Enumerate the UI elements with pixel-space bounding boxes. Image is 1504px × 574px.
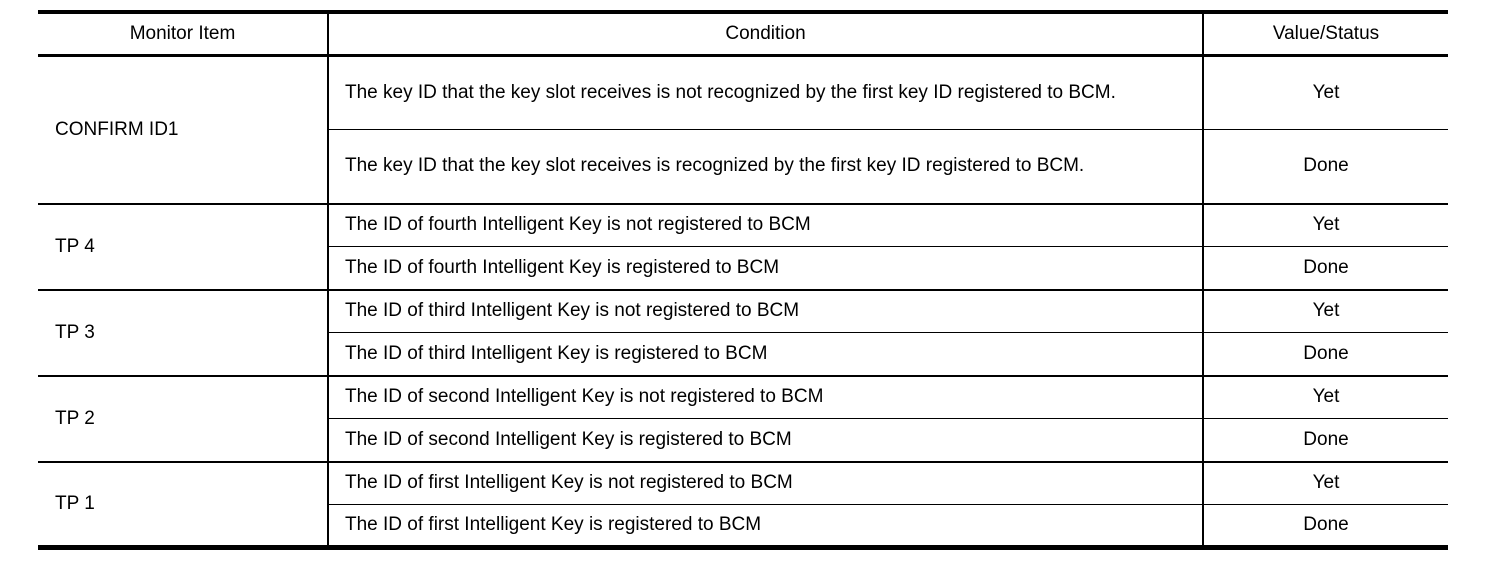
value-status-cell: Yet: [1202, 54, 1448, 130]
value-status-cell: Done: [1202, 246, 1448, 290]
value-status-cell: Done: [1202, 418, 1448, 462]
value-status-cell: Yet: [1202, 202, 1448, 247]
header-row: Monitor Item Condition Value/Status: [38, 12, 1448, 57]
condition-cell: The ID of first Intelligent Key is not r…: [327, 460, 1203, 505]
table-row: The ID of second Intelligent Key is regi…: [38, 418, 1448, 462]
monitor-item-cell: TP 2: [38, 374, 328, 462]
value-status-cell: Done: [1202, 129, 1448, 204]
monitor-item-cell: TP 4: [38, 202, 328, 290]
table-row: The ID of fourth Intelligent Key is regi…: [38, 246, 1448, 290]
condition-cell: The ID of first Intelligent Key is regis…: [327, 504, 1203, 548]
value-status-cell: Yet: [1202, 374, 1448, 419]
column-header-value-status: Value/Status: [1202, 12, 1448, 57]
condition-cell: The ID of third Intelligent Key is not r…: [327, 288, 1203, 333]
condition-cell: The ID of third Intelligent Key is regis…: [327, 332, 1203, 376]
condition-cell: The key ID that the key slot receives is…: [327, 129, 1203, 204]
value-status-cell: Yet: [1202, 288, 1448, 333]
condition-cell: The ID of second Intelligent Key is regi…: [327, 418, 1203, 462]
condition-cell: The ID of second Intelligent Key is not …: [327, 374, 1203, 419]
table-row: The ID of third Intelligent Key is regis…: [38, 332, 1448, 376]
monitor-item-cell: TP 1: [38, 460, 328, 548]
value-status-cell: Yet: [1202, 460, 1448, 505]
column-header-monitor-item: Monitor Item: [38, 12, 328, 57]
value-status-cell: Done: [1202, 504, 1448, 548]
monitor-item-cell: CONFIRM ID1: [38, 54, 328, 204]
monitor-table: Monitor Item Condition Value/Status CONF…: [38, 10, 1448, 550]
column-header-condition: Condition: [327, 12, 1203, 57]
condition-cell: The ID of fourth Intelligent Key is regi…: [327, 246, 1203, 290]
table-row: The key ID that the key slot receives is…: [38, 129, 1448, 204]
monitor-item-cell: TP 3: [38, 288, 328, 376]
condition-cell: The key ID that the key slot receives is…: [327, 54, 1203, 130]
table-row: The ID of first Intelligent Key is regis…: [38, 504, 1448, 548]
condition-cell: The ID of fourth Intelligent Key is not …: [327, 202, 1203, 247]
value-status-cell: Done: [1202, 332, 1448, 376]
